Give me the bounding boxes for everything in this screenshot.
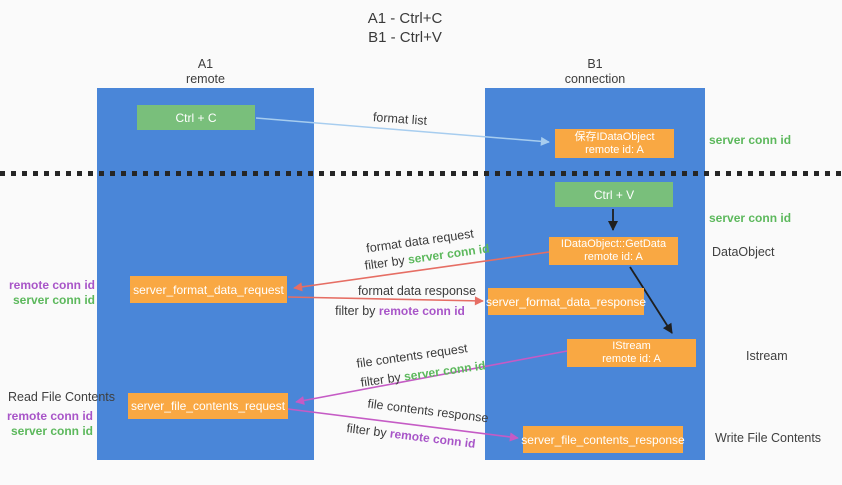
annotation-remote-conn-id-left-1: remote conn id bbox=[8, 278, 95, 292]
annotation-server-conn-id-left-1: server conn id bbox=[12, 293, 95, 307]
node-ctrl-c-label: Ctrl + C bbox=[175, 110, 217, 125]
lifeline-header-b1: B1 connection bbox=[485, 57, 705, 87]
node-idataobject-getdata-line1: IDataObject::GetData bbox=[560, 238, 667, 250]
node-save-idataobject: 保存IDataObject remote id: A bbox=[555, 129, 674, 158]
filter-by-text: filter by bbox=[359, 369, 406, 390]
node-save-idataobject-line2: remote id: A bbox=[585, 143, 644, 156]
node-istream-line1: IStream bbox=[612, 340, 651, 352]
node-server-file-contents-request: server_file_contents_request bbox=[128, 393, 288, 419]
lifeline-a1-name: A1 bbox=[197, 57, 214, 71]
node-server-file-contents-response: server_file_contents_response bbox=[521, 426, 685, 453]
label-format-list: format list bbox=[372, 110, 428, 128]
node-server-format-data-response: server_format_data_response bbox=[485, 288, 647, 315]
node-istream: IStream remote id: A bbox=[567, 339, 696, 367]
annotation-remote-conn-id-left-2: remote conn id bbox=[6, 409, 93, 423]
node-idataobject-getdata: IDataObject::GetData remote id: A bbox=[549, 237, 678, 265]
node-server-file-contents-request-label: server_file_contents_request bbox=[130, 399, 286, 413]
annotation-write-file-contents: Write File Contents bbox=[715, 431, 822, 445]
label-filter-by-remote-conn-1: filter by remote conn id bbox=[335, 304, 465, 318]
label-filter-by-remote-conn-2: filter by remote conn id bbox=[346, 421, 477, 451]
annotation-dataobject: DataObject bbox=[712, 245, 775, 259]
node-server-format-data-request-label: server_format_data_request bbox=[133, 282, 284, 297]
node-istream-line2: remote id: A bbox=[602, 353, 661, 365]
node-server-file-contents-response-label: server_file_contents_response bbox=[521, 432, 685, 447]
node-ctrl-c: Ctrl + C bbox=[137, 105, 255, 130]
phase-separator-dotted-line bbox=[0, 171, 842, 176]
node-ctrl-v-label: Ctrl + V bbox=[593, 187, 635, 202]
annotation-server-conn-id-left-2: server conn id bbox=[10, 424, 93, 438]
annotation-istream: Istream bbox=[746, 349, 788, 363]
node-server-format-data-request: server_format_data_request bbox=[130, 276, 287, 303]
lifeline-b1-name: B1 bbox=[587, 57, 603, 71]
node-save-idataobject-line1: 保存IDataObject bbox=[574, 130, 655, 143]
annotation-server-conn-id-top: server conn id bbox=[709, 133, 792, 147]
annotation-read-file-contents: Read File Contents bbox=[8, 390, 116, 404]
node-ctrl-v: Ctrl + V bbox=[555, 182, 673, 207]
lifeline-header-a1: A1 remote bbox=[97, 57, 314, 87]
label-file-contents-response: file contents response bbox=[366, 396, 490, 426]
annotation-server-conn-id-mid: server conn id bbox=[709, 211, 792, 225]
node-idataobject-getdata-line2: remote id: A bbox=[584, 251, 643, 263]
lifeline-b1-role: connection bbox=[564, 72, 626, 86]
title-line-b1: B1 - Ctrl+V bbox=[368, 29, 442, 46]
filter-by-text: filter by bbox=[335, 304, 379, 318]
title-line-a1: A1 - Ctrl+C bbox=[367, 10, 443, 27]
lifeline-a1-role: remote bbox=[186, 72, 225, 86]
node-server-format-data-response-label: server_format_data_response bbox=[485, 294, 647, 309]
filter-by-text: filter by bbox=[345, 421, 391, 441]
diagram-title: A1 - Ctrl+C B1 - Ctrl+V bbox=[285, 9, 525, 47]
label-format-data-response: format data response bbox=[357, 284, 477, 298]
remote-conn-id-text: remote conn id bbox=[378, 304, 465, 318]
filter-by-text: filter by bbox=[363, 252, 410, 273]
remote-conn-id-text: remote conn id bbox=[389, 426, 477, 451]
